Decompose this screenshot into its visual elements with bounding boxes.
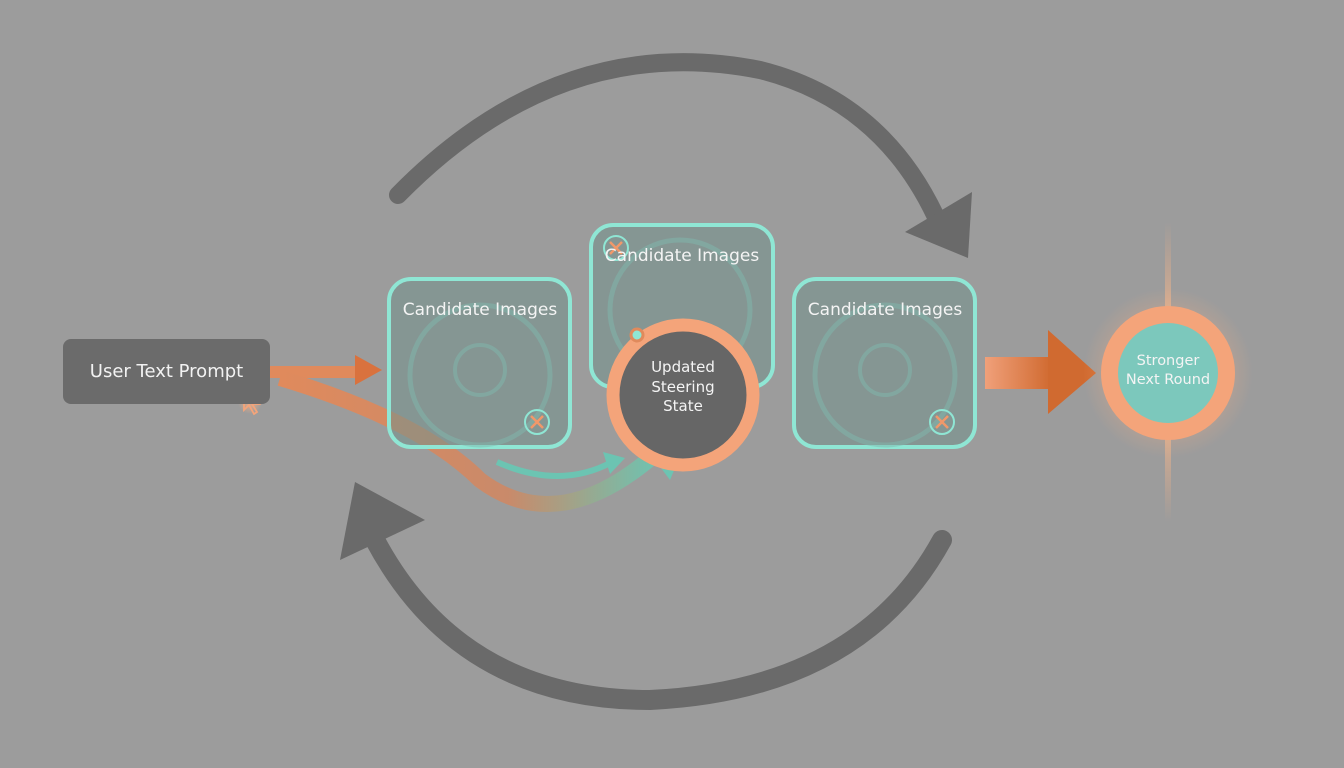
to-next-round-arrow (985, 357, 1051, 389)
reject-icon (929, 409, 955, 435)
cursor-icon (243, 387, 262, 416)
bottom-cycle-arrow (365, 530, 952, 711)
reject-icon (603, 235, 629, 261)
bottom-arrowhead-icon (340, 482, 425, 560)
steering-state-node (606, 318, 760, 472)
prompt-label: User Text Prompt (89, 361, 244, 382)
candidate-box-3 (792, 277, 977, 449)
candidates-to-steering-arrow (495, 459, 614, 479)
candidate-label-1: Candidate Images (402, 300, 558, 320)
steering-state-label: Updated Steering State (651, 358, 715, 415)
candidate-box-1 (387, 277, 572, 449)
prompt-to-steering-curve (277, 370, 666, 512)
user-text-prompt: User Text Prompt (63, 339, 270, 404)
top-arrowhead-icon (905, 192, 972, 258)
top-cycle-arrow (389, 53, 944, 224)
candidate-label-3: Candidate Images (807, 300, 963, 320)
reject-icon (524, 409, 550, 435)
next-round-label: Stronger Next Round (1125, 353, 1211, 388)
candidate-label-2: Candidate Images (604, 246, 760, 266)
